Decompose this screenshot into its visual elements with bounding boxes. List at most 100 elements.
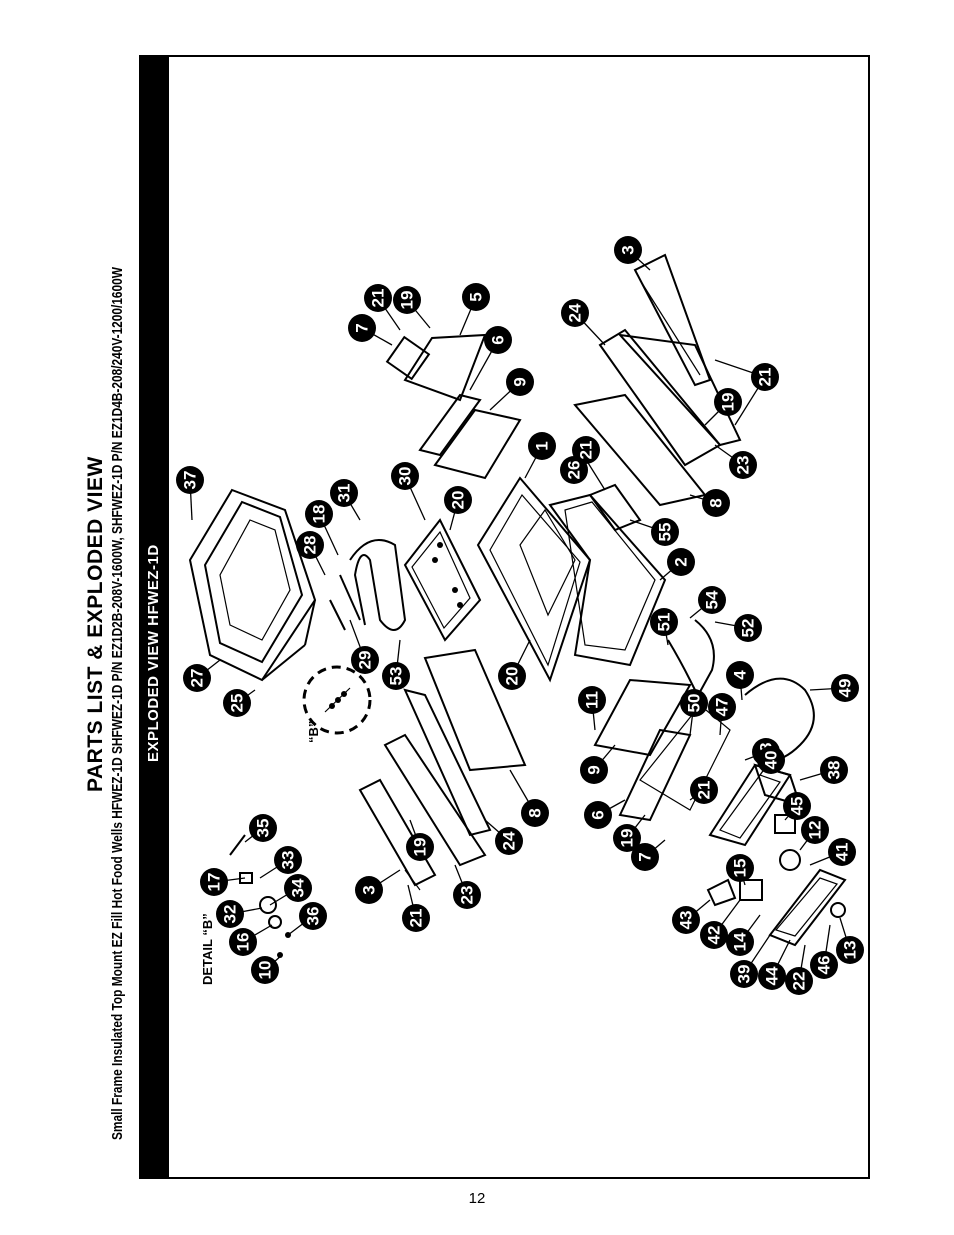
callout-number: 5 [467,292,486,301]
callout-layer: 2725373118282953302020196519217324211923… [176,236,864,995]
callout-number: 8 [707,498,726,507]
callout-number: 45 [788,797,807,816]
callout-number: 21 [577,441,596,460]
callout-23: 23 [453,881,481,909]
side-panel-upper [385,333,487,457]
callout-3: 3 [355,876,383,904]
callout-number: 37 [181,471,200,490]
bezel-plate [768,868,847,947]
callout-number: 38 [825,761,844,780]
callout-number: 41 [833,843,852,862]
callout-49: 49 [831,674,859,702]
callout-40: 40 [757,746,785,774]
callout-number: 24 [500,831,519,850]
callout-number: 23 [734,456,753,475]
callout-number: 36 [304,907,323,926]
callout-number: 32 [221,905,240,924]
callout-19: 19 [714,388,742,416]
callout-number: 7 [636,852,655,861]
callout-10: 10 [251,956,279,984]
callout-number: 1 [533,441,552,450]
callout-47: 47 [708,693,736,721]
callout-number: 8 [526,808,545,817]
callout-number: 29 [356,651,375,670]
callout-6: 6 [484,326,512,354]
callout-number: 19 [411,838,430,857]
callout-20: 20 [444,486,472,514]
callout-46: 46 [810,951,838,979]
callout-9: 9 [580,756,608,784]
callout-number: 6 [489,335,508,344]
callout-37: 37 [176,466,204,494]
callout-7: 7 [348,314,376,342]
callout-number: 46 [815,956,834,975]
callout-8: 8 [702,489,730,517]
callout-36: 36 [299,902,327,930]
callout-number: 26 [565,461,584,480]
callout-number: 55 [656,523,675,542]
callout-number: 19 [398,291,417,310]
outer-shell [476,476,592,683]
section-band [139,55,169,1179]
callout-number: 49 [836,679,855,698]
callout-16: 16 [229,928,257,956]
callout-number: 28 [301,536,320,555]
callout-number: 34 [289,878,308,897]
callout-number: 51 [655,613,674,632]
callout-number: 53 [387,667,406,686]
callout-23: 23 [729,451,757,479]
callout-21: 21 [364,284,392,312]
callout-number: 47 [713,698,732,717]
callout-32: 32 [216,900,244,928]
callout-19: 19 [406,833,434,861]
callout-number: 11 [583,691,602,709]
callout-number: 20 [449,491,468,510]
callout-number: 10 [256,961,275,980]
callout-number: 18 [310,505,329,524]
callout-15: 15 [726,854,754,882]
callout-number: 6 [589,810,608,819]
callout-1: 1 [528,432,556,460]
callout-6: 6 [584,801,612,829]
exploded-view-diagram: “B” DETAIL “B” 2725373118282953302020196… [176,236,864,995]
page-title: PARTS LIST & EXPLODED VIEW [84,456,107,792]
callout-number: 14 [731,932,750,951]
callout-number: 4 [731,670,750,680]
callout-number: 19 [719,393,738,412]
callout-number: 12 [806,821,825,840]
callout-number: 19 [618,829,637,848]
callout-13: 13 [836,936,864,964]
callout-number: 42 [705,926,724,945]
callout-number: 33 [279,851,298,870]
callout-14: 14 [726,928,754,956]
insulation-panel-upper [433,408,522,480]
callout-number: 43 [677,911,696,930]
detail-b-parts [229,834,291,958]
callout-42: 42 [700,921,728,949]
callout-number: 54 [703,590,722,609]
callout-3: 3 [614,236,642,264]
callout-9: 9 [506,368,534,396]
callout-number: 31 [335,484,354,503]
callout-number: 24 [566,303,585,322]
callout-31: 31 [330,479,358,507]
callout-number: 2 [672,557,691,566]
callout-number: 21 [407,909,426,928]
detail-b-circle [302,665,372,735]
side-assembly-right [598,253,742,467]
callout-39: 39 [730,960,758,988]
detail-b-label: DETAIL “B” [200,913,215,985]
callout-number: 9 [511,377,530,386]
bracket [588,483,642,532]
page-number: 12 [468,1190,486,1207]
callout-21: 21 [402,904,430,932]
well-pan [188,488,317,682]
callout-number: 15 [731,859,750,878]
callout-43: 43 [672,906,700,934]
callout-28: 28 [296,531,324,559]
callout-27: 27 [183,664,211,692]
callout-21: 21 [572,436,600,464]
callout-18: 18 [305,500,333,528]
callout-number: 21 [695,781,714,800]
callout-35: 35 [249,814,277,842]
